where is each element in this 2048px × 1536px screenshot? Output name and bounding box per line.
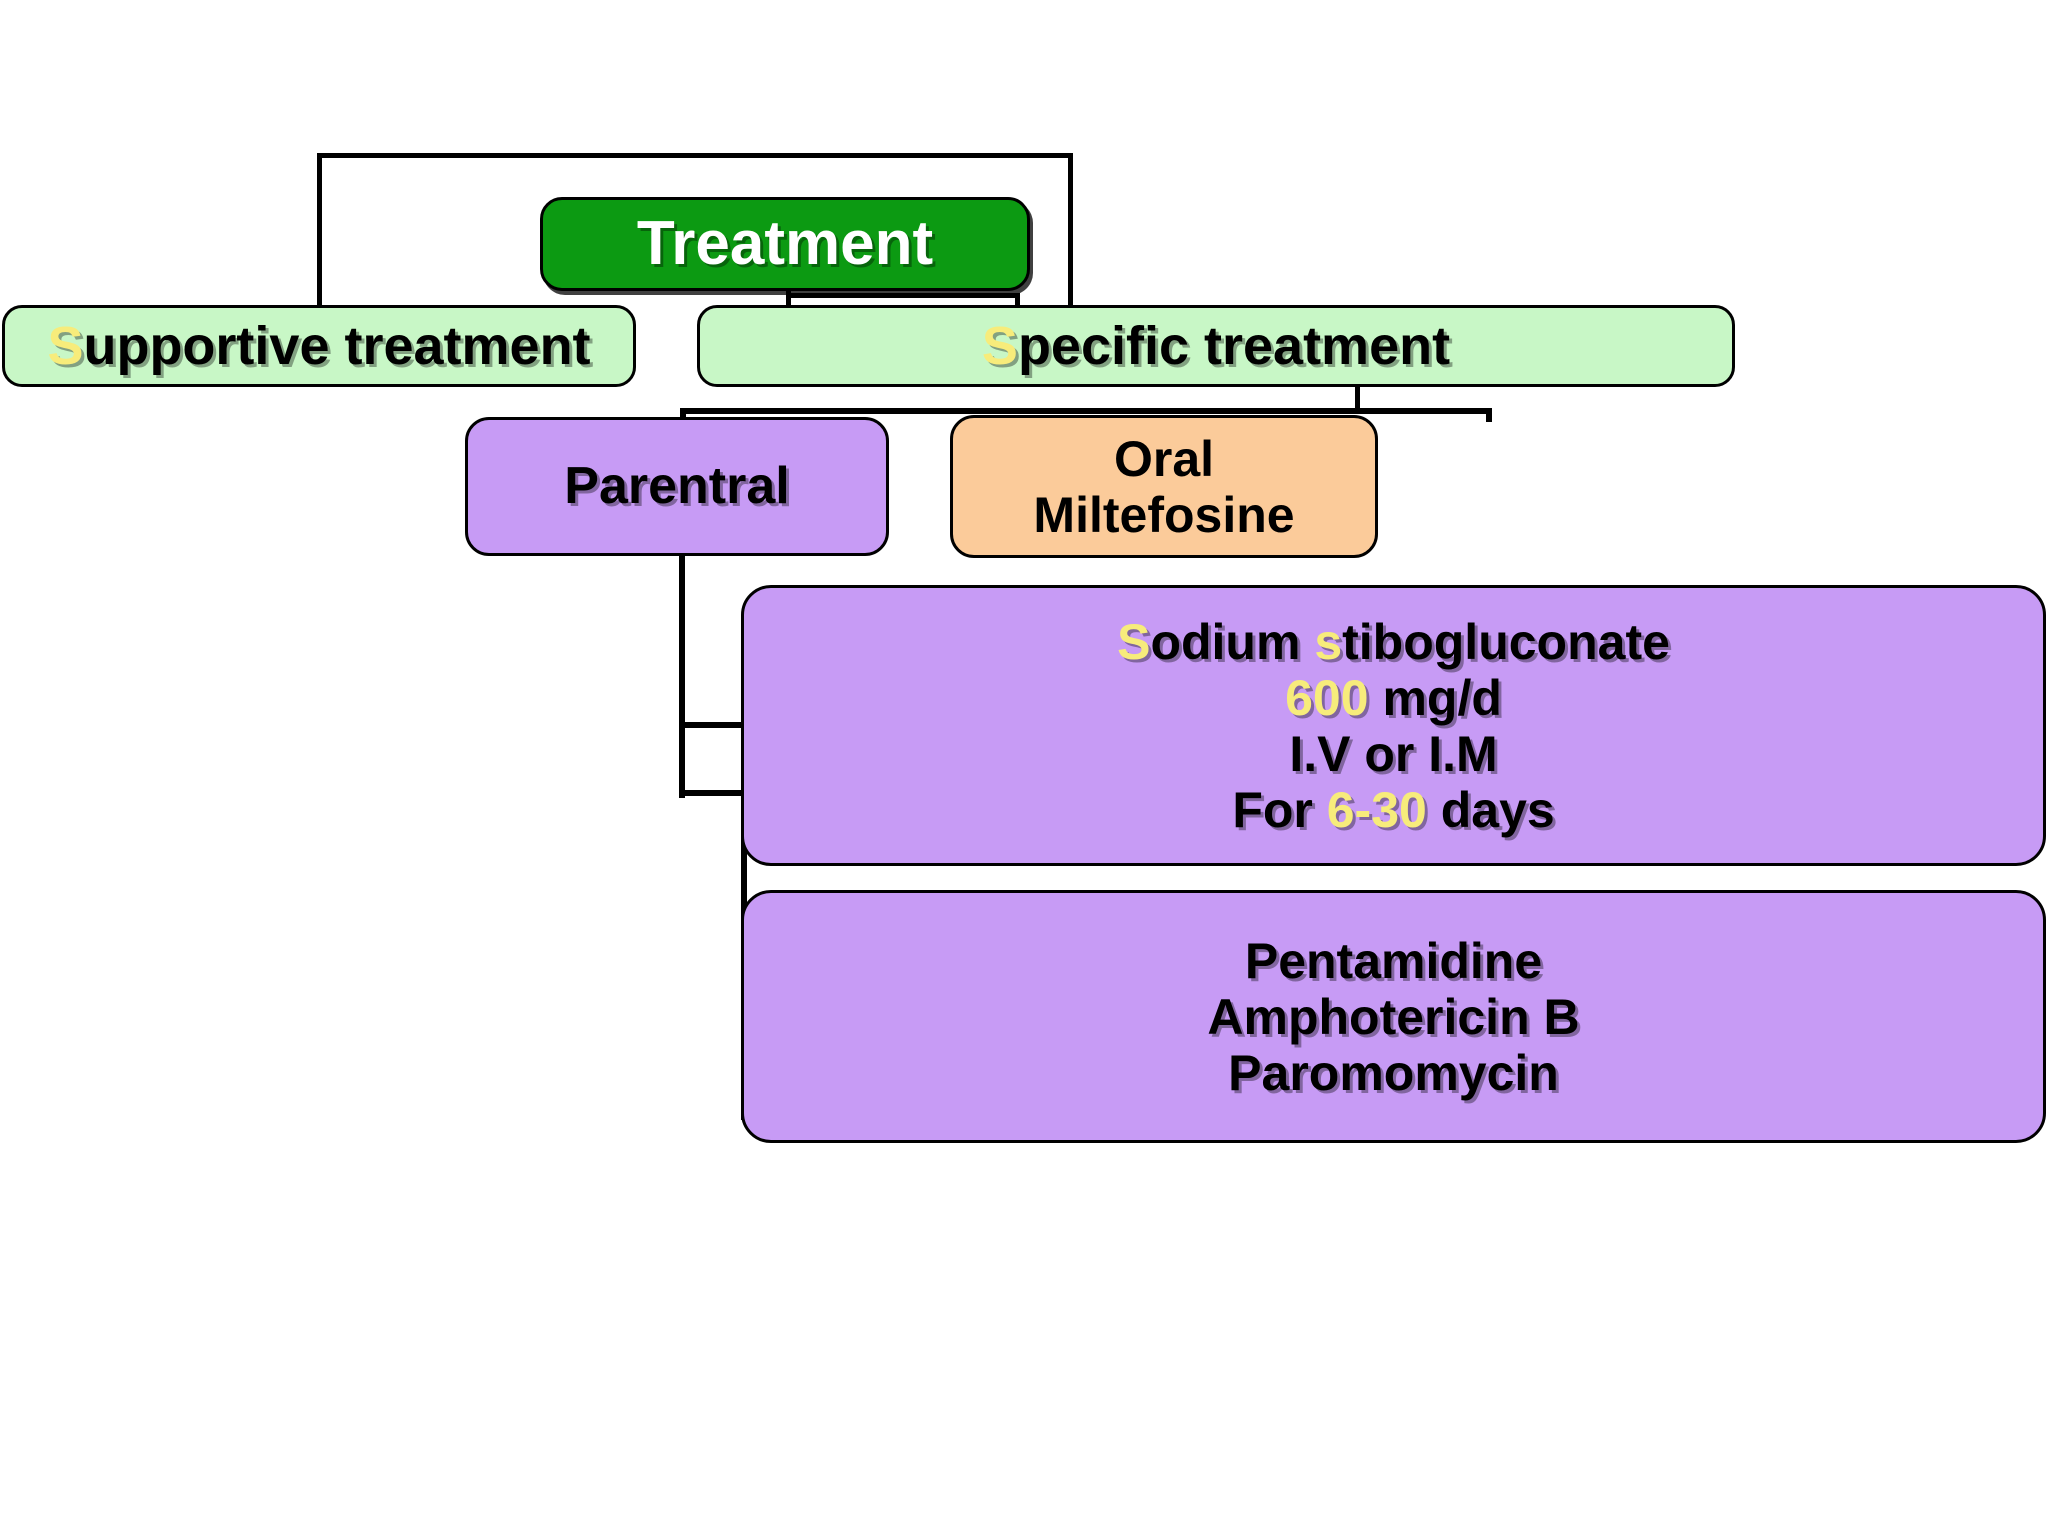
node-pentamidine-text: Pentamidine Amphotericin B Paromomycin bbox=[744, 933, 2043, 1101]
node-sodium-text: Sodium stibogluconate 600 mg/d I.V or I.… bbox=[744, 614, 2043, 838]
node-specific-label: Specific treatment bbox=[700, 316, 1732, 376]
node-treatment-root[interactable]: Treatment bbox=[540, 197, 1030, 291]
connector-specific-right-vertical bbox=[1486, 408, 1492, 422]
node-parentral-label: Parentral bbox=[564, 457, 790, 516]
node-other-parenteral-drugs[interactable]: Pentamidine Amphotericin B Paromomycin bbox=[741, 890, 2046, 1143]
node-treatment-label: Treatment bbox=[636, 209, 934, 279]
specific-rest-text: pecific treatment bbox=[1017, 315, 1451, 376]
sodium-dose-value: 600 bbox=[1285, 669, 1369, 726]
connector-left-vertical bbox=[317, 153, 322, 307]
node-supportive-label: Supportive treatment bbox=[5, 316, 633, 376]
connector-parentral-vertical bbox=[679, 556, 685, 798]
node-supportive-treatment[interactable]: Supportive treatment bbox=[2, 305, 636, 387]
connector-parentral-to-pentamidine bbox=[679, 790, 747, 796]
pentamidine-line-2: Amphotericin B bbox=[1207, 988, 1580, 1045]
sodium-highlight-s2: s bbox=[1314, 613, 1343, 670]
node-oral-label: Oral Miltefosine bbox=[953, 431, 1375, 543]
sodium-dose-unit: mg/d bbox=[1368, 669, 1502, 726]
pentamidine-line-3: Paromomycin bbox=[1228, 1044, 1559, 1101]
node-oral-miltefosine[interactable]: Oral Miltefosine bbox=[950, 415, 1378, 558]
oral-line-1: Oral bbox=[1113, 430, 1215, 487]
supportive-rest-text: upportive treatment bbox=[83, 315, 591, 376]
connector-specific-left-vertical bbox=[680, 408, 686, 422]
connector-treatment-stub-vertical bbox=[786, 288, 791, 310]
sodium-duration-value: 6-30 bbox=[1326, 781, 1427, 838]
connector-parentral-to-sodium bbox=[679, 722, 747, 728]
node-sodium-stibogluconate[interactable]: Sodium stibogluconate 600 mg/d I.V or I.… bbox=[741, 585, 2046, 866]
node-specific-treatment[interactable]: Specific treatment bbox=[697, 305, 1735, 387]
pentamidine-line-1: Pentamidine bbox=[1244, 932, 1543, 989]
sodium-line1-mid: odium bbox=[1150, 613, 1315, 670]
oral-line-2: Miltefosine bbox=[1033, 486, 1295, 543]
specific-highlight-letter: S bbox=[981, 315, 1018, 376]
sodium-highlight-s1: S bbox=[1117, 613, 1151, 670]
connector-specific-horizontal bbox=[680, 408, 1492, 414]
connector-treatment-stub-right-vertical bbox=[1015, 293, 1020, 310]
connector-treatment-stub-horizontal bbox=[786, 293, 1020, 298]
connector-top-horizontal bbox=[317, 153, 1073, 158]
sodium-duration-post: days bbox=[1426, 781, 1555, 838]
connector-right-vertical bbox=[1068, 153, 1073, 307]
sodium-line-4: For 6-30 days bbox=[754, 782, 2033, 838]
sodium-line-1: Sodium stibogluconate bbox=[754, 614, 2033, 670]
connector-specific-drop bbox=[1355, 386, 1360, 414]
sodium-line-2: 600 mg/d bbox=[754, 670, 2033, 726]
supportive-highlight-letter: S bbox=[47, 315, 84, 376]
sodium-line-3: I.V or I.M bbox=[1289, 725, 1498, 782]
node-parentral[interactable]: Parentral bbox=[465, 417, 889, 556]
sodium-line1-post: tibogluconate bbox=[1342, 613, 1670, 670]
sodium-duration-pre: For bbox=[1232, 781, 1327, 838]
